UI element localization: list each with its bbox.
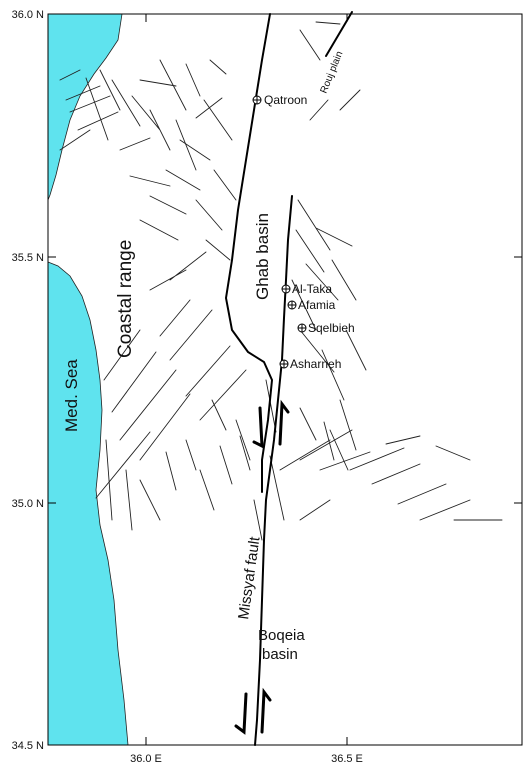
rouj-plain-label: Rouj plain xyxy=(319,50,346,95)
missyaf-fault-label: Missyaf fault xyxy=(235,535,264,621)
minor-faults xyxy=(59,11,503,541)
sea-area-south xyxy=(48,262,128,745)
rouj-fault xyxy=(325,11,353,57)
boqeia-label-1: Boqeia xyxy=(258,627,305,644)
lat-label-36: 36.0 N xyxy=(12,9,44,21)
coastline xyxy=(47,13,129,746)
town-label-sqelbieh: Sqelbieh xyxy=(308,321,355,335)
lon-label-36: 36.0 E xyxy=(130,753,162,765)
fault-arrows xyxy=(234,399,290,735)
lat-label-34-5: 34.5 N xyxy=(12,740,44,752)
town-label-afamia: Afamia xyxy=(298,298,336,312)
boqeia-label-2: basin xyxy=(262,646,298,663)
ghab-west-fault xyxy=(224,13,274,493)
map-frame xyxy=(47,13,523,746)
marker-qatroon xyxy=(252,95,262,105)
town-label-qatroon: Qatroon xyxy=(264,93,307,107)
sea-area xyxy=(48,14,122,200)
lat-label-35-5: 35.5 N xyxy=(12,252,44,264)
marker-al-taka xyxy=(281,284,291,294)
marker-asharneh xyxy=(279,359,289,369)
marker-afamia xyxy=(287,300,297,310)
sea-label: Med. Sea xyxy=(62,359,81,432)
ghab-basin-label: Ghab basin xyxy=(253,213,272,300)
lat-label-35: 35.0 N xyxy=(12,498,44,510)
coastal-range-label: Coastal range xyxy=(115,240,136,358)
lon-label-36-5: 36.5 E xyxy=(331,753,363,765)
marker-sqelbieh xyxy=(297,323,307,333)
town-label-al-taka: Al-Taka xyxy=(292,282,332,296)
town-markers xyxy=(252,95,307,369)
town-label-asharneh: Asharneh xyxy=(290,357,341,371)
